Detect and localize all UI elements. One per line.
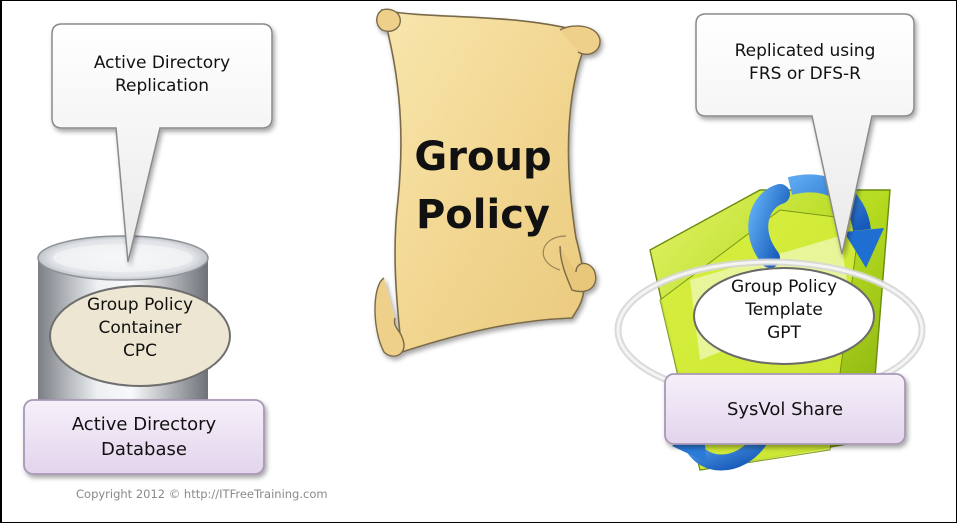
container-line3: CPC xyxy=(123,341,157,361)
right-callout-bubble xyxy=(695,13,915,255)
template-line2: Template xyxy=(745,300,823,320)
left-callout-bubble xyxy=(51,23,273,263)
container-line1: Group Policy xyxy=(86,295,194,315)
database-label: Active Directory Database xyxy=(24,412,264,462)
template-line3: GPT xyxy=(767,323,801,343)
database-box xyxy=(23,399,265,475)
left-callout-text: Active Directory Replication xyxy=(52,52,272,98)
database-line2: Database xyxy=(101,439,187,460)
container-ellipse xyxy=(49,285,231,387)
template-line1: Group Policy xyxy=(730,277,838,297)
scroll-title-line1: Group xyxy=(414,134,552,180)
left-callout-line2: Replication xyxy=(114,76,210,96)
left-callout-line1: Active Directory xyxy=(93,53,231,73)
container-line2: Container xyxy=(98,318,182,338)
scroll-title: Group Policy xyxy=(388,128,578,244)
copyright-text: Copyright 2012 © http://ITFreeTraining.c… xyxy=(76,487,328,501)
database-line1: Active Directory xyxy=(71,414,217,435)
template-ellipse xyxy=(693,267,875,365)
container-label: Group Policy Container CPC xyxy=(50,294,230,363)
template-label: Group Policy Template GPT xyxy=(694,276,874,345)
right-callout-text: Replicated using FRS or DFS-R xyxy=(696,40,914,86)
sysvol-share-text: SysVol Share xyxy=(726,399,844,420)
sysvol-share-label: SysVol Share xyxy=(665,398,905,421)
parchment-scroll xyxy=(374,8,601,357)
sysvol-share-box xyxy=(664,373,906,445)
scroll-title-line2: Policy xyxy=(415,192,550,238)
right-callout-line1: Replicated using xyxy=(734,41,876,61)
right-callout-line2: FRS or DFS-R xyxy=(749,64,861,84)
